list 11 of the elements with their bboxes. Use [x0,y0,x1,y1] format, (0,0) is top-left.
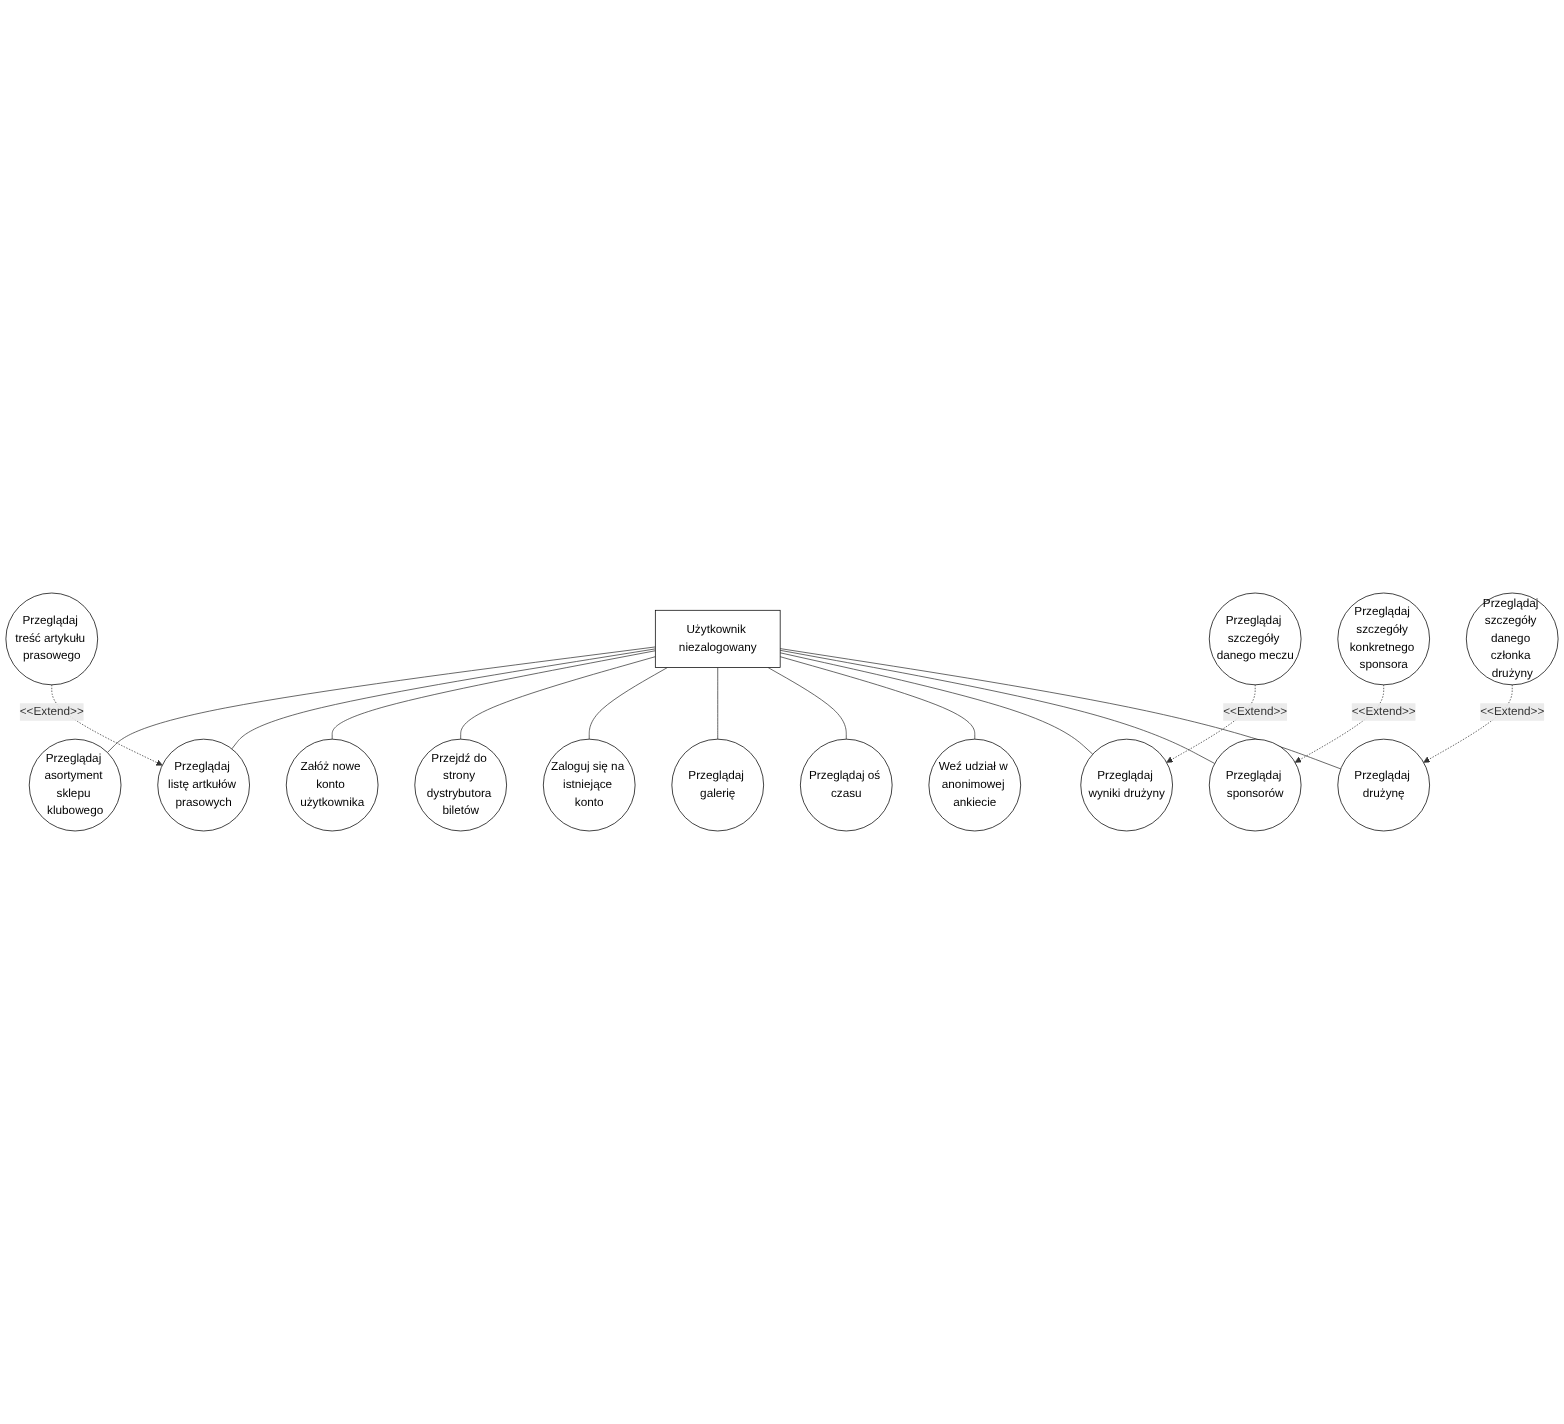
connector [717,667,719,740]
connector [779,656,976,740]
connector [331,650,656,740]
connector [779,648,1342,770]
connector [779,652,1094,755]
connector [767,667,847,740]
connector [231,648,656,750]
connector [107,646,656,753]
connector [588,667,668,740]
connector [460,656,656,740]
connector [779,649,1216,764]
